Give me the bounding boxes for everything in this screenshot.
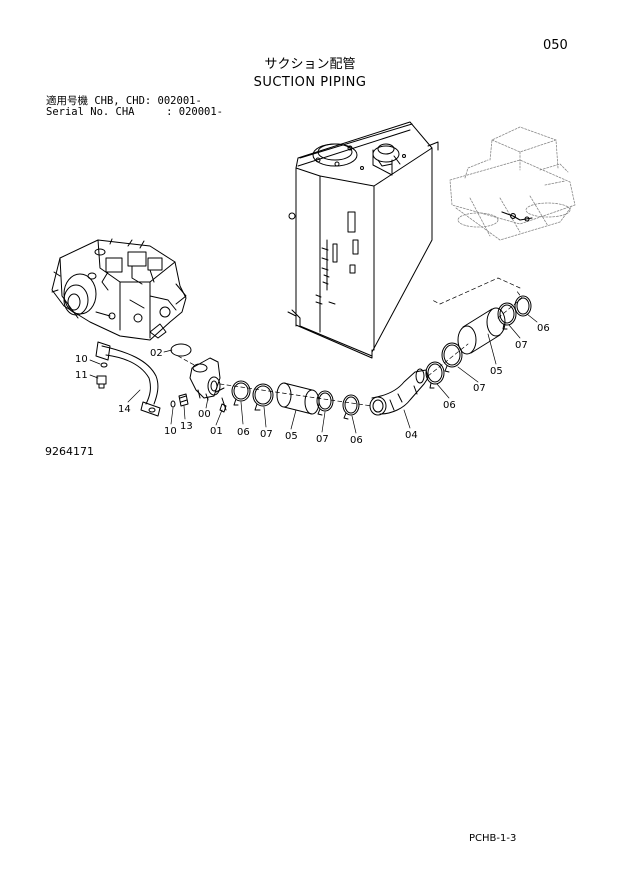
clamp-06-left xyxy=(231,380,251,406)
callout-06-left: 06 xyxy=(237,427,250,438)
hydraulic-pump xyxy=(51,238,187,341)
callout-labels: 02 10 11 14 13 10 00 01 06 07 05 07 06 0… xyxy=(75,323,550,446)
callout-07-left: 07 xyxy=(260,429,273,440)
center-lines xyxy=(177,277,523,407)
callout-07-right-upper: 07 xyxy=(515,340,528,351)
callout-06-right-upper: 06 xyxy=(537,323,550,334)
callout-07-right-lower: 07 xyxy=(473,383,486,394)
suction-hose xyxy=(95,341,161,417)
callout-10-upper: 10 xyxy=(75,354,88,365)
callout-00: 00 xyxy=(198,409,211,420)
hose-05-right xyxy=(457,307,506,355)
callout-07-middle: 07 xyxy=(316,434,329,445)
callout-05-left: 05 xyxy=(285,431,298,442)
hydraulic-tank xyxy=(287,121,439,359)
clamp-06-middle xyxy=(342,394,360,420)
callout-06-middle: 06 xyxy=(350,435,363,446)
serial-applicability-line-2: Serial No. CHA : 020001- xyxy=(46,106,224,118)
key-view-highlight xyxy=(501,211,533,222)
callout-06-right-lower: 06 xyxy=(443,400,456,411)
o-ring xyxy=(170,343,192,357)
hose-05-left xyxy=(276,382,320,415)
clamp-07-middle xyxy=(316,390,334,416)
figure-id: 9264171 xyxy=(45,445,94,458)
elbow-fitting xyxy=(189,357,227,413)
fittings xyxy=(96,362,189,408)
leader-lines xyxy=(89,313,538,434)
machine-key-view xyxy=(449,126,576,241)
title-japanese: サクション配管 xyxy=(264,57,356,72)
page-reference: PCHB-1-3 xyxy=(469,833,517,844)
callout-01: 01 xyxy=(210,426,223,437)
clamp-06-right-lower xyxy=(425,361,445,389)
clamp-07-right-lower xyxy=(441,342,463,373)
callout-02: 02 xyxy=(150,348,163,359)
clamp-07-right-upper xyxy=(497,302,517,330)
callout-04: 04 xyxy=(405,430,418,441)
callout-11: 11 xyxy=(75,370,88,381)
callout-14: 14 xyxy=(118,404,131,415)
clamp-07-left xyxy=(252,383,274,411)
page-number: 050 xyxy=(543,38,568,53)
callout-13: 13 xyxy=(180,421,193,432)
callout-05-right: 05 xyxy=(490,366,503,377)
serial-applicability-line-1: 適用号機 CHB, CHD: 002001- xyxy=(46,95,202,107)
page-title: SUCTION PIPING xyxy=(253,75,367,90)
callout-10-lower: 10 xyxy=(164,426,177,437)
clamp-06-right-upper xyxy=(514,295,532,317)
suction-pipe xyxy=(369,368,429,416)
